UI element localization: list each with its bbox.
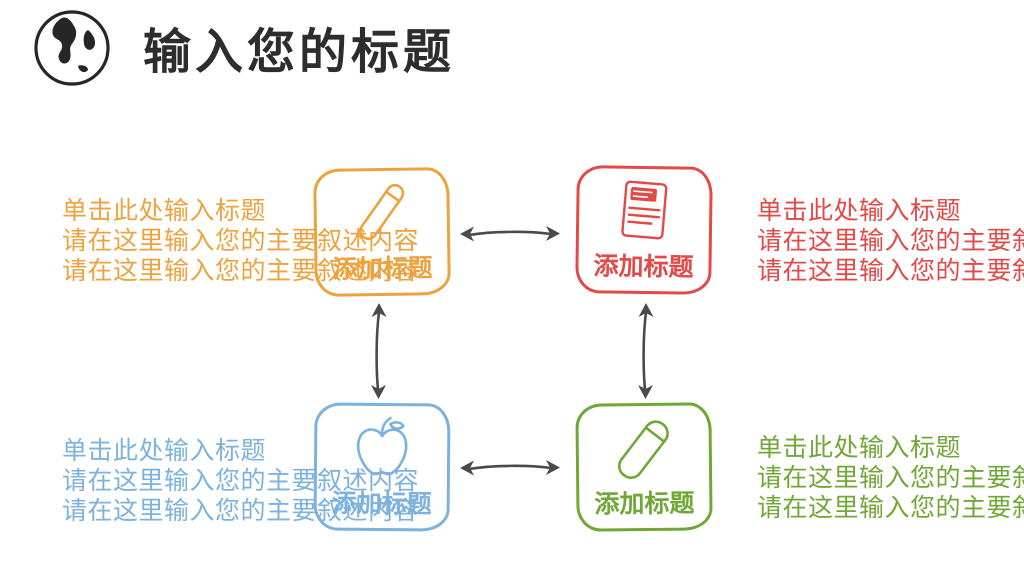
placeholder-text-green[interactable]: 单击此处输入标题 请在这里输入您的主要叙述内容 请在这里输入您的主要叙述内容 (757, 433, 1024, 523)
double-arrow-left (371, 303, 387, 399)
placeholder-line: 单击此处输入标题 (62, 436, 267, 465)
shape-box-red[interactable]: 添加标题 (575, 165, 713, 295)
placeholder-line: 请在这里输入您的主要叙述内容 (757, 226, 1024, 255)
double-arrow-bottom (460, 460, 560, 476)
apple-icon (356, 416, 408, 476)
placeholder-line: 单击此处输入标题 (62, 196, 267, 225)
shape-box-orange[interactable]: 添加标题 (313, 167, 451, 297)
placeholder-line: 请在这里输入您的主要叙述内容 (757, 493, 1024, 522)
chalk-icon (359, 183, 405, 241)
placeholder-line: 请在这里输入您的主要叙述内容 (62, 466, 420, 495)
placeholder-line: 请在这里输入您的主要叙述内容 (62, 226, 420, 255)
double-arrow-right (638, 303, 654, 399)
placeholder-text-blue[interactable]: 单击此处输入标题 请在这里输入您的主要叙述内容 请在这里输入您的主要叙述内容 (62, 436, 419, 526)
placeholder-line: 请在这里输入您的主要叙述内容 (757, 256, 1024, 285)
placeholder-line: 请在这里输入您的主要叙述内容 (757, 463, 1024, 492)
shape-box-blue[interactable]: 添加标题 (313, 402, 451, 532)
slide-title[interactable]: 输入您的标题 (143, 24, 456, 80)
box-title-blue[interactable]: 添加标题 (331, 488, 432, 519)
box-title-green[interactable]: 添加标题 (594, 488, 695, 519)
placeholder-line: 请在这里输入您的主要叙述内容 (62, 496, 420, 525)
placeholder-line: 请在这里输入您的主要叙述内容 (62, 256, 420, 285)
box-title-orange[interactable]: 添加标题 (332, 253, 433, 284)
double-arrow-top (460, 226, 560, 242)
globe-icon (34, 10, 110, 86)
placeholder-line: 单击此处输入标题 (757, 196, 962, 225)
book-icon (621, 180, 668, 240)
shape-box-green[interactable]: 添加标题 (575, 402, 713, 532)
placeholder-line: 单击此处输入标题 (757, 433, 962, 462)
eraser-icon (617, 420, 669, 479)
placeholder-text-orange[interactable]: 单击此处输入标题 请在这里输入您的主要叙述内容 请在这里输入您的主要叙述内容 (62, 196, 419, 286)
placeholder-text-red[interactable]: 单击此处输入标题 请在这里输入您的主要叙述内容 请在这里输入您的主要叙述内容 (757, 196, 1024, 286)
box-title-red[interactable]: 添加标题 (593, 251, 694, 282)
